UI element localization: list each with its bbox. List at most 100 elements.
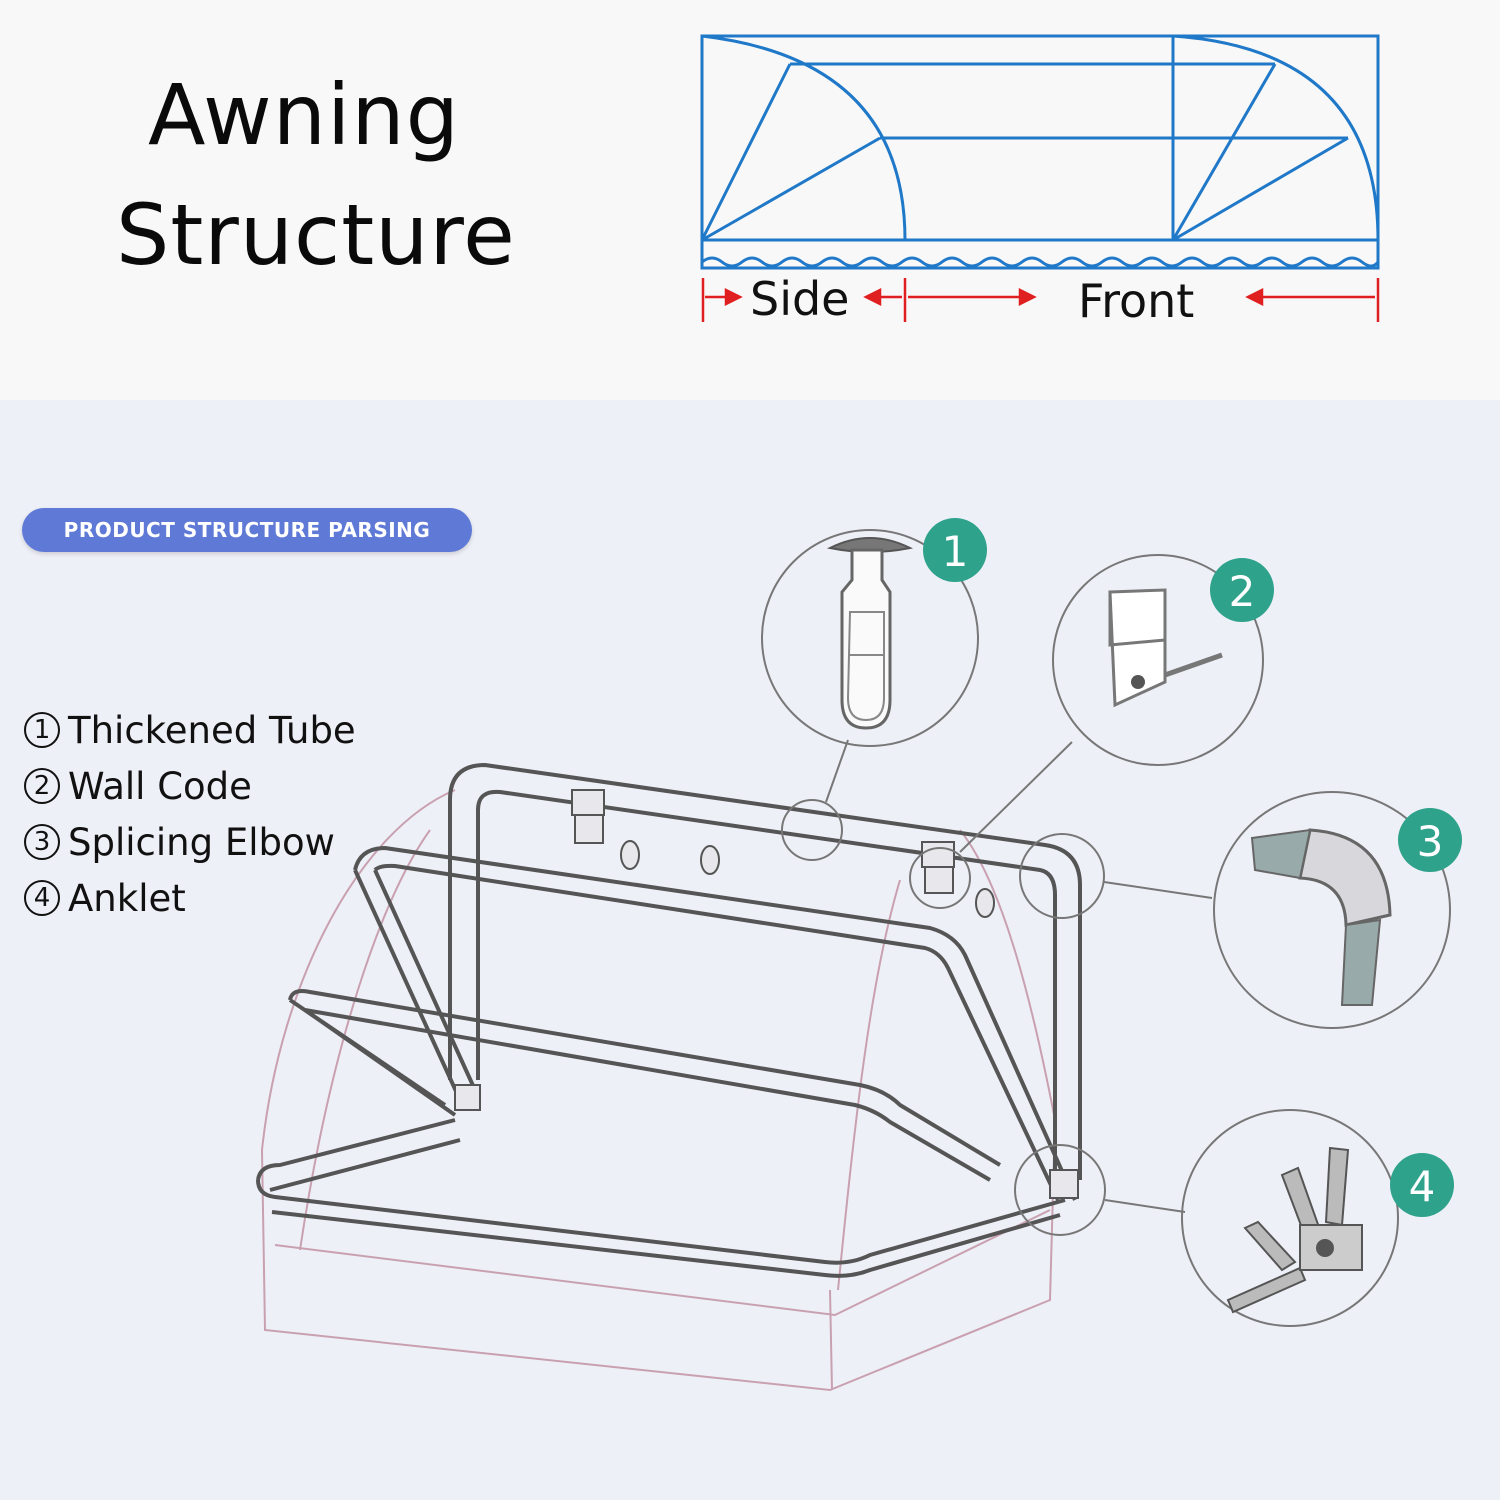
front-arrow-left-head — [1018, 287, 1037, 307]
thickened-tube-detail — [826, 537, 914, 730]
detail-number-badges: 1 2 3 4 — [923, 518, 1462, 1217]
badge-circle-3 — [1398, 808, 1462, 872]
detail-circle-2 — [1052, 554, 1264, 766]
elbow-inlet — [1250, 828, 1312, 880]
front-arc — [1172, 34, 1380, 241]
callout-line-2 — [959, 741, 1073, 853]
callouts — [761, 529, 1451, 1327]
wall-code-2 — [924, 864, 954, 894]
detail-circle-3 — [1213, 791, 1451, 1029]
upper-arm-strut-inner — [373, 869, 477, 1091]
awning-schematic — [700, 34, 1380, 322]
callout-spot-4 — [1014, 1144, 1106, 1236]
front-arrow-right-head — [1245, 287, 1264, 307]
elbow-body — [1298, 828, 1392, 927]
detail-circle-1 — [761, 529, 979, 747]
badge-text-1: 1 — [942, 527, 969, 576]
anklet-detail — [1226, 1146, 1363, 1314]
legend-label: Splicing Elbow — [68, 820, 335, 864]
product-structure-badge: PRODUCT STRUCTURE PARSING — [22, 508, 472, 552]
callout-spot-1 — [781, 799, 843, 861]
detail-circle-4 — [1181, 1109, 1399, 1327]
callout-line-1 — [825, 739, 849, 803]
side-arc — [701, 34, 907, 241]
anklet-arm-2 — [1324, 1146, 1350, 1227]
upper-arm-inner — [373, 863, 1060, 1201]
valance-wave — [701, 256, 1380, 268]
back-frame-outer — [448, 763, 1082, 1180]
wall-code-detail — [1108, 588, 1223, 708]
ghost-fabric-hem — [274, 1209, 1051, 1317]
anklet-plate — [1299, 1224, 1363, 1271]
ghost-fabric-outline — [260, 789, 1057, 1392]
legend-number: 4 — [24, 880, 60, 916]
anklet-joint-left — [454, 1084, 481, 1111]
upper-arm-strut-outer — [353, 869, 462, 1101]
awning-frame-rect — [700, 34, 1380, 270]
middle-arm-outer — [288, 989, 1002, 1167]
dimension-markers — [701, 278, 1380, 322]
elbow-outlet — [1340, 918, 1382, 1006]
hook-2 — [700, 845, 720, 875]
anklet-arm-3 — [1243, 1220, 1297, 1272]
metal-frame — [256, 763, 1082, 1278]
anklet-bolt — [1316, 1239, 1334, 1257]
legend-item-splicing-elbow: 3 Splicing Elbow — [24, 814, 356, 870]
badge-circle-4 — [1390, 1153, 1454, 1217]
callout-line-3 — [1103, 881, 1213, 899]
front-dimension-label: Front — [1078, 274, 1195, 328]
wall-code-mount-2 — [921, 841, 955, 868]
legend-label: Thickened Tube — [68, 708, 356, 752]
legend-item-wall-code: 2 Wall Code — [24, 758, 356, 814]
side-arrow-left-head — [724, 287, 743, 307]
hook-1 — [620, 840, 640, 870]
strut-right-2 — [1172, 136, 1349, 242]
legend-number: 2 — [24, 768, 60, 804]
legend-number: 3 — [24, 824, 60, 860]
badge-text-3: 3 — [1417, 817, 1444, 866]
lower-arm-side-outer — [256, 1118, 456, 1181]
tube-profile — [840, 548, 892, 730]
wall-code-bend — [1108, 592, 1166, 647]
legend-item-anklet: 4 Anklet — [24, 870, 356, 926]
legend-label: Wall Code — [68, 764, 252, 808]
badge-text-4: 4 — [1409, 1162, 1436, 1211]
callout-line-4 — [1104, 1199, 1186, 1213]
strut-left-2 — [701, 136, 881, 242]
badge-circle-1 — [923, 518, 987, 582]
legend-number: 1 — [24, 712, 60, 748]
upper-arm-outer — [353, 846, 1077, 1201]
hook-3 — [975, 888, 995, 918]
wall-fittings — [454, 789, 1079, 1199]
legend-item-thickened-tube: 1 Thickened Tube — [24, 702, 356, 758]
title-line-1: Awning — [148, 66, 460, 164]
side-arrow-right-head — [863, 287, 882, 307]
wall-code-screw — [1131, 675, 1145, 689]
parts-legend: 1 Thickened Tube 2 Wall Code 3 Splicing … — [24, 702, 356, 926]
wall-code-1 — [574, 814, 604, 844]
callout-spot-2 — [909, 847, 971, 909]
ghost-fabric-side-seam — [299, 829, 431, 1251]
badge-text-2: 2 — [1229, 567, 1256, 616]
side-dimension-label: Side — [750, 272, 850, 326]
wall-code-pin — [1164, 652, 1223, 678]
back-frame-inner — [476, 789, 1057, 1180]
anklet-joint-right — [1049, 1169, 1079, 1199]
strut-left-1 — [700, 63, 792, 241]
awning-outline — [700, 34, 1380, 270]
title-line-2: Structure — [116, 186, 516, 284]
middle-arm-inner — [304, 1008, 992, 1182]
wall-code-plate — [1108, 588, 1167, 708]
wall-code-mount-1 — [571, 789, 605, 816]
splicing-elbow-detail — [1250, 828, 1392, 1006]
callout-spot-3 — [1019, 833, 1105, 919]
lower-front-rail-inner — [271, 1210, 1061, 1278]
top-section — [0, 0, 1500, 400]
legend-label: Anklet — [68, 876, 186, 920]
lower-arm-side-inner — [269, 1138, 461, 1192]
ghost-fabric-corner — [829, 1289, 833, 1391]
strut-right-1 — [1171, 63, 1277, 241]
middle-arm-strut-inner — [303, 1008, 457, 1117]
lower-front-rail-outer — [256, 1179, 1066, 1265]
